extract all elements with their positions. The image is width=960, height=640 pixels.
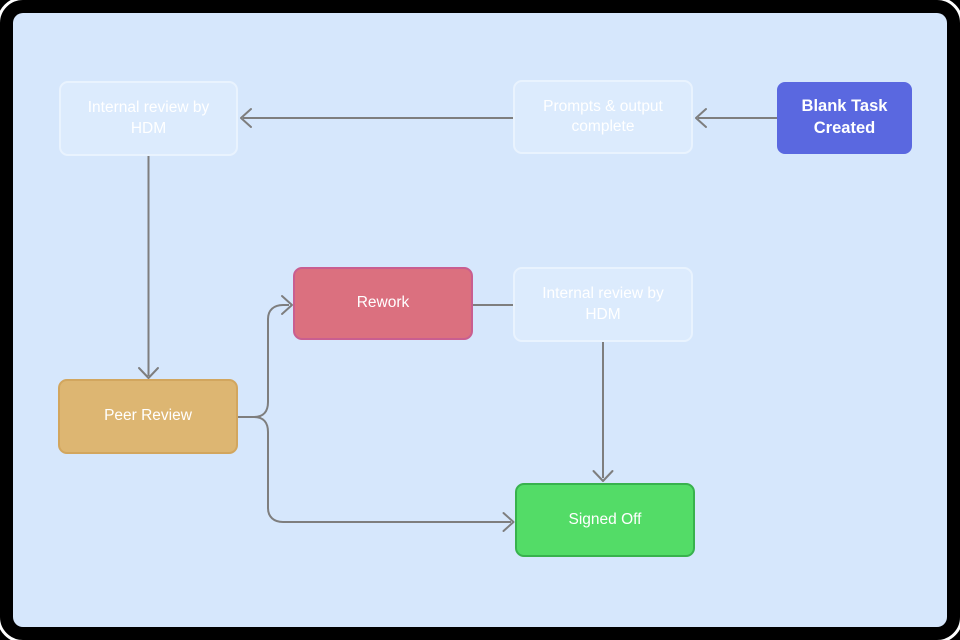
node-prompts-output-complete[interactable]: Prompts & output complete <box>513 80 693 154</box>
node-internal-review-hdm-top[interactable]: Internal review by HDM <box>59 81 238 156</box>
node-rework[interactable]: Rework <box>293 267 473 340</box>
node-blank-task-created[interactable]: Blank Task Created <box>777 82 912 154</box>
node-peer-review[interactable]: Peer Review <box>58 379 238 454</box>
node-signed-off[interactable]: Signed Off <box>515 483 695 557</box>
node-internal-review-hdm-mid[interactable]: Internal review by HDM <box>513 267 693 342</box>
